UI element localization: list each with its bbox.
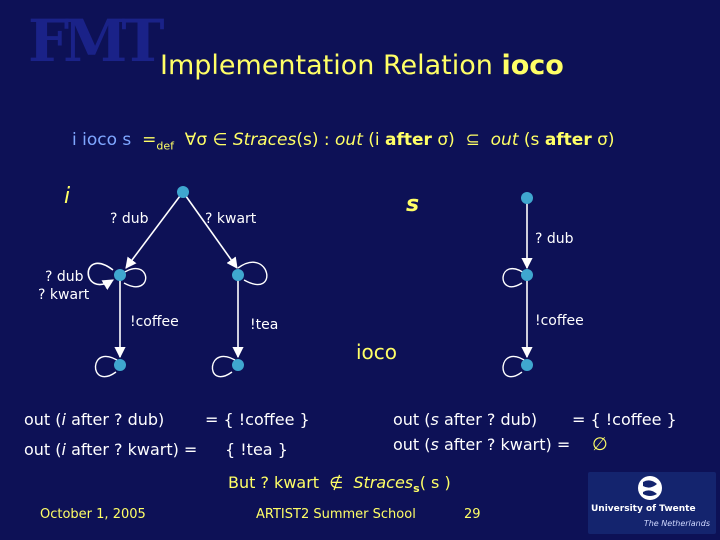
- stmt-right-1-result: = { !coffee }: [572, 410, 677, 429]
- def-out: out: [335, 130, 363, 150]
- def-lhs-open: (i: [368, 130, 380, 150]
- edge-i-dub: [125, 191, 184, 269]
- title-keyword: ioco: [501, 50, 564, 81]
- def-after2: after: [544, 130, 592, 150]
- stmt-l1-b: after ? dub): [65, 410, 165, 429]
- arc-s-bottom: [502, 355, 528, 378]
- def-subset: ⊆: [465, 130, 480, 150]
- node-i4: [232, 359, 244, 371]
- label-i: i: [64, 184, 71, 209]
- arc-left-right: [119, 268, 147, 288]
- label-dub-right: ? dub: [535, 231, 574, 247]
- stmt-left-1-result: = { !coffee }: [205, 410, 310, 429]
- university-badge: University of Twente The Netherlands: [588, 472, 716, 534]
- arc-tea-right: [237, 261, 268, 286]
- stmt-r1-a: out (: [393, 410, 431, 429]
- but-sub: s: [413, 482, 420, 496]
- title-prefix: Implementation Relation: [160, 50, 502, 81]
- stmt-right-1: out (s after ? dub): [393, 410, 537, 429]
- label-kwart-top: ? kwart: [205, 211, 257, 227]
- label-coffee-left: !coffee: [130, 314, 179, 330]
- node-s1: [521, 269, 533, 281]
- def-after1: after: [385, 130, 432, 150]
- node-s0: [521, 192, 533, 204]
- badge-university: University of Twente: [591, 504, 696, 514]
- def-rhs-open: (s: [523, 130, 540, 150]
- slide-title: Implementation Relation ioco: [160, 50, 564, 81]
- but-straces: Straces: [353, 473, 414, 492]
- node-i1: [114, 269, 126, 281]
- arc-tea-bottom: [211, 355, 239, 378]
- footer-date: October 1, 2005: [40, 507, 146, 522]
- stmt-r1-b: after ? dub): [438, 410, 538, 429]
- def-sub: def: [156, 139, 174, 153]
- def-eq: =: [142, 130, 157, 150]
- label-tea: !tea: [250, 317, 279, 333]
- arc-s-mid: [502, 267, 528, 288]
- ioco-definition: i ioco s =def ∀σ ∈ Straces(s) : out (i a…: [72, 130, 615, 152]
- stmt-l2-b: after ? kwart) =: [65, 440, 198, 459]
- label-ioco-mid: ioco: [356, 340, 398, 364]
- def-i: i: [72, 130, 77, 150]
- stmt-left-2: out (i after ? kwart) =: [24, 440, 197, 459]
- node-i2: [232, 269, 244, 281]
- label-selfloop-dub: ? dub: [45, 269, 84, 285]
- def-sigma2: σ): [597, 130, 615, 150]
- stmt-left-1: out (i after ? dub): [24, 410, 164, 429]
- stmt-r1-s: s: [430, 410, 439, 429]
- stmt-l1-a: out (: [24, 410, 62, 429]
- label-coffee-right: !coffee: [535, 313, 584, 329]
- stmt-right-2: out (s after ? kwart) =: [393, 435, 570, 454]
- fmt-logo: FMT: [28, 7, 165, 75]
- but-rest: ( s ): [419, 473, 451, 492]
- label-s: s: [406, 192, 420, 217]
- def-ioco: ioco: [82, 130, 118, 150]
- def-s: s: [122, 130, 132, 150]
- footer-event: ARTIST2 Summer School: [256, 507, 416, 522]
- stmt-l1-i: i: [61, 410, 66, 429]
- def-out2: out: [490, 130, 519, 150]
- edge-i-kwart: [182, 191, 238, 269]
- label-selfloop-kwart: ? kwart: [38, 287, 90, 303]
- badge-country: The Netherlands: [643, 519, 710, 528]
- def-sigma1: σ): [437, 130, 455, 150]
- def-forall: ∀σ ∈: [184, 130, 228, 150]
- node-i0: [177, 186, 189, 198]
- node-i3: [114, 359, 126, 371]
- label-dub-left: ? dub: [110, 211, 149, 227]
- node-s2: [521, 359, 533, 371]
- arc-left-bottom: [94, 355, 121, 378]
- stmt-l2-a: out (: [24, 440, 62, 459]
- but-prefix: But ? kwart: [228, 473, 320, 492]
- stmt-r2-b: after ? kwart) =: [438, 435, 571, 454]
- empty-set: ∅: [592, 434, 608, 455]
- edge-i-selfloop: [87, 262, 114, 291]
- but-statement: But ? kwart ∉ Stracess( s ): [228, 473, 451, 495]
- def-straces: Straces: [232, 130, 297, 150]
- but-notin: ∉: [329, 473, 344, 492]
- def-straces-arg: (s) :: [296, 130, 330, 150]
- twente-logo-icon: [638, 476, 662, 500]
- stmt-r2-s: s: [430, 435, 439, 454]
- footer-page: 29: [464, 507, 481, 522]
- stmt-l2-i: i: [61, 440, 66, 459]
- stmt-left-2-result: { !tea }: [225, 440, 288, 459]
- stmt-r2-a: out (: [393, 435, 431, 454]
